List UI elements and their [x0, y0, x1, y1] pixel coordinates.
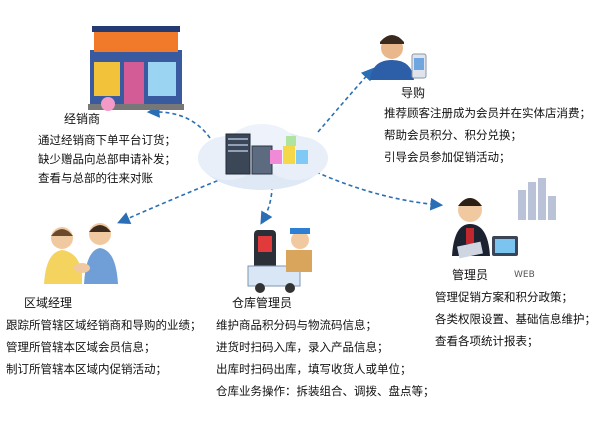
administrator-description: 管理促销方案和积分政策； 各类权限设置、基础信息维护； 查看各项统计报表；	[435, 286, 596, 352]
list-item: 管理所管辖本区域会员信息；	[6, 340, 156, 354]
list-item: 缺少赠品向总部申请补发；	[38, 152, 176, 166]
warehouse-manager-label: 仓库管理员	[232, 296, 293, 310]
regional-manager-label: 区域经理	[24, 296, 73, 310]
arrow-center-to-regional	[117, 177, 225, 224]
arrow-center-to-admin	[315, 171, 444, 211]
list-item: 维护商品积分码与物流码信息；	[216, 318, 377, 332]
guide-label: 导购	[401, 86, 426, 100]
list-item: 引导会员参加促销活动；	[384, 150, 511, 164]
list-item: 进货时扫码入库，录入产品信息；	[216, 340, 389, 354]
list-item: 仓库业务操作：拆装组合、调拨、盘点等；	[216, 384, 435, 398]
web-tag: WEB	[514, 270, 535, 280]
list-item: 帮助会员积分、积分兑换；	[384, 128, 522, 142]
list-item: 制订所管辖本区域内促销活动；	[6, 362, 167, 376]
dealer-description: 通过经销商下单平台订货； 缺少赠品向总部申请补发； 查看与总部的往来对账	[38, 131, 176, 188]
regional-manager-description: 跟踪所管辖区域经销商和导购的业绩； 管理所管辖本区域会员信息； 制订所管辖本区域…	[6, 314, 202, 380]
list-item: 各类权限设置、基础信息维护；	[435, 312, 596, 326]
list-item: 查看各项统计报表；	[435, 334, 539, 348]
administrator-label: 管理员	[452, 268, 489, 282]
guide-description: 推荐顾客注册成为会员并在实体店消费； 帮助会员积分、积分兑换； 引导会员参加促销…	[384, 102, 591, 168]
list-item: 管理促销方案和积分政策；	[435, 290, 573, 304]
list-item: 查看与总部的往来对账	[38, 171, 153, 185]
list-item: 出库时扫码出库，填写收货人或单位；	[216, 362, 412, 376]
dealer-label: 经销商	[64, 112, 101, 126]
list-item: 跟踪所管辖区域经销商和导购的业绩；	[6, 318, 202, 332]
warehouse-manager-description: 维护商品积分码与物流码信息； 进货时扫码入库，录入产品信息； 出库时扫码出库，填…	[216, 314, 435, 402]
list-item: 推荐顾客注册成为会员并在实体店消费；	[384, 106, 591, 120]
list-item: 通过经销商下单平台订货；	[38, 133, 176, 147]
arrow-center-to-guide	[317, 67, 375, 133]
